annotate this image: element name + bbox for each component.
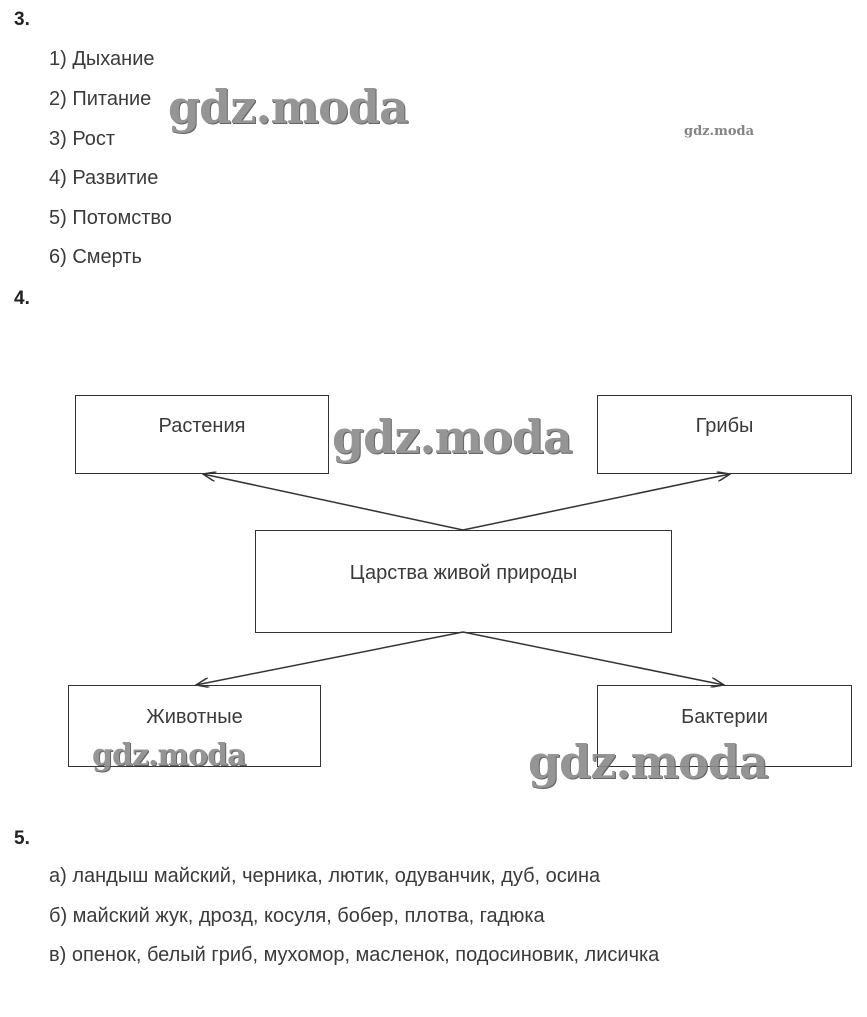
list-item: 3) Рост [49,128,116,150]
box-label: Растения [158,415,246,437]
list-item: 6) Смерть [49,246,142,268]
watermark: gdz.moda [332,410,573,464]
list-item: 1) Дыхание [49,48,155,70]
box-label: Бактерии [681,705,768,728]
box-label: Животные [146,705,243,728]
box-label: Царства живой природы [349,562,578,584]
box-animals: Животные [68,685,321,767]
list-item: 5) Потомство [49,207,172,229]
list-item: 2) Питание [49,88,152,110]
box-plants: Растения [75,395,329,474]
list-item: 4) Развитие [49,167,159,189]
watermark: gdz.moda [92,738,247,773]
watermark: gdz.moda [684,124,755,139]
task-3-number: 3. [14,9,30,30]
watermark: gdz.moda [528,735,769,789]
task-5-number: 5. [14,828,30,849]
box-fungi: Грибы [597,395,852,474]
arrow-to-fungi [462,474,730,531]
task-4-number: 4. [14,288,30,309]
box-kingdoms: Царства живой природы [255,530,672,633]
list-item: б) майский жук, дрозд, косуля, бобер, пл… [49,905,545,927]
box-label: Грибы [695,415,754,437]
box-bacteria: Бактерии [597,685,852,767]
arrow-to-animals [196,631,464,685]
list-item: в) опенок, белый гриб, мухомор, масленок… [49,944,660,966]
list-item: а) ландыш майский, черника, лютик, одува… [49,865,601,887]
arrow-to-plants [203,474,464,531]
watermark: gdz.moda [168,80,409,134]
arrow-to-bacteria [462,631,724,685]
